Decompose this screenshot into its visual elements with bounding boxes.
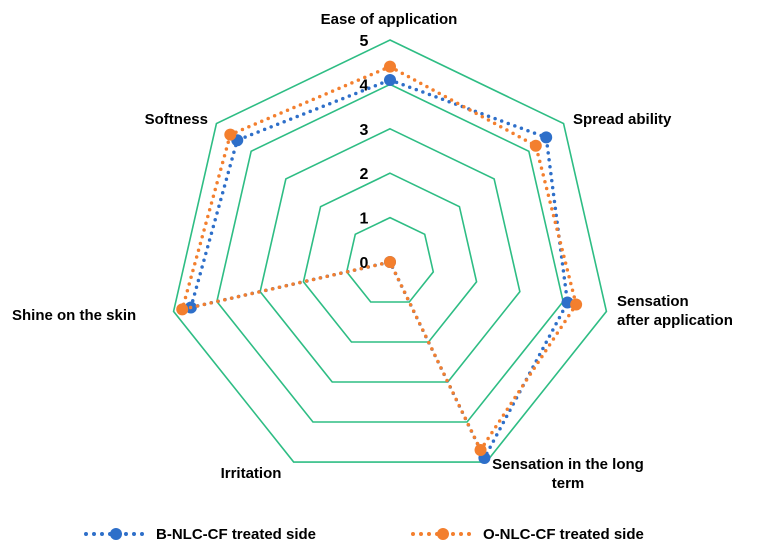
series-0-point-0 (384, 73, 396, 86)
grid-ring-4 (215, 83, 565, 423)
grid-ring-3 (259, 127, 521, 383)
series-1-point-4 (384, 256, 396, 268)
tick-labels: 0 1 2 3 4 5 (360, 33, 369, 272)
tick-label-1: 1 (360, 211, 369, 228)
grid-ring-5 (172, 39, 608, 463)
tick-label-3: 3 (360, 122, 369, 139)
axis-label-ease-of-application: Ease of application (321, 11, 458, 28)
legend-marker-o-nlc-cf-dot (437, 528, 449, 540)
legend-marker-b-nlc-cf-dot (110, 528, 122, 540)
axis-label-shine-on-the-skin: Shine on the skin (12, 307, 136, 324)
legend: B-NLC-CF treated side O-NLC-CF treated s… (84, 526, 644, 543)
tick-label-2: 2 (360, 166, 369, 183)
axis-label-spread-ability: Spread ability (573, 111, 672, 128)
series-line-1 (179, 64, 579, 454)
radar-grid (172, 39, 608, 463)
tick-label-0: 0 (360, 255, 369, 272)
legend-label-o-nlc-cf: O-NLC-CF treated side (483, 526, 644, 543)
axis-label-softness: Softness (145, 111, 208, 128)
series-1-point-5 (176, 303, 189, 316)
series-layer (176, 60, 583, 465)
grid-ring-1 (345, 216, 435, 303)
tick-label-5: 5 (360, 33, 369, 50)
series-line-0 (188, 78, 570, 462)
legend-label-b-nlc-cf: B-NLC-CF treated side (156, 526, 316, 543)
axis-label-irritation: Irritation (221, 465, 282, 482)
axis-labels: Ease of application Spread ability Sensa… (12, 11, 733, 492)
series-1-point-2 (570, 298, 583, 311)
tick-label-4: 4 (360, 77, 369, 94)
series-1-point-3 (474, 444, 487, 457)
series-1-point-6 (224, 128, 237, 141)
series-1-point-0 (384, 60, 396, 73)
series-0-point-1 (540, 131, 553, 144)
grid-ring-2 (302, 172, 478, 343)
series-1-point-1 (529, 139, 542, 152)
